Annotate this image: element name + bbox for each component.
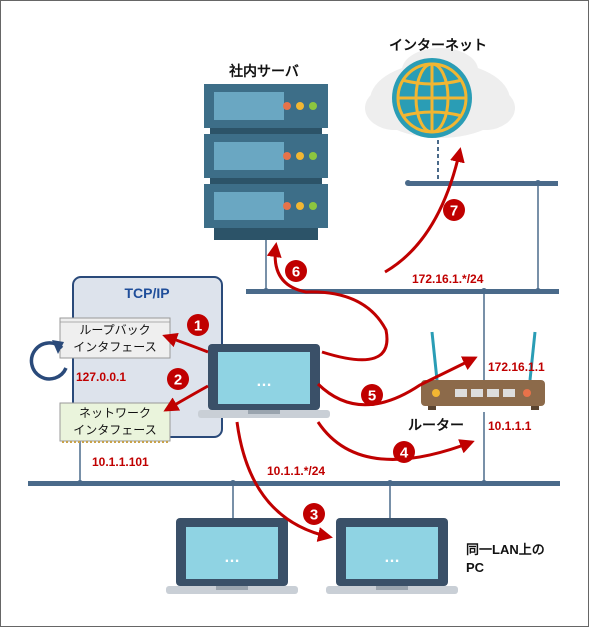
step-number-1: 1 xyxy=(194,318,202,335)
router-title: ルーター xyxy=(408,417,464,433)
lan-pc-2-screen-dots: … xyxy=(384,549,400,566)
lan-pc-1-icon xyxy=(166,518,298,594)
router-ip-upper: 172.16.1.1 xyxy=(488,360,545,374)
loopback-cycle-icon xyxy=(29,340,68,381)
loopback-label-line1: ループバック xyxy=(79,323,150,337)
arrow-1-loopback xyxy=(162,333,209,354)
arrow-2-nic xyxy=(163,384,209,412)
loopback-label-line2: インタフェース xyxy=(73,340,156,354)
lan-network-line xyxy=(28,480,560,486)
arrow-4-router-lower xyxy=(316,421,475,461)
arrow-6-server xyxy=(266,242,389,362)
network-interface-card xyxy=(59,402,171,443)
lower-network-label: 10.1.1.*/24 xyxy=(267,464,325,478)
client-laptop-icon xyxy=(198,344,330,418)
tcpip-title: TCP/IP xyxy=(124,285,169,301)
step-number-6: 6 xyxy=(292,264,300,281)
arrow-3-same-lan xyxy=(235,421,333,542)
nic-ip: 10.1.1.101 xyxy=(92,455,149,469)
upper-network-label: 172.16.1.*/24 xyxy=(412,272,484,286)
step-number-3: 3 xyxy=(310,507,318,524)
globe-icon xyxy=(392,58,472,138)
step-badge-1: 1 xyxy=(187,314,209,336)
step-number-7: 7 xyxy=(450,203,458,220)
step-number-5: 5 xyxy=(368,388,376,405)
router-icon xyxy=(421,331,545,410)
lan-pc-1-screen-dots: … xyxy=(224,549,240,566)
loopback-ip: 127.0.0.1 xyxy=(76,370,126,384)
arrow-7-internet xyxy=(384,147,465,274)
internet-title: インターネット xyxy=(389,37,487,53)
lan-pc-2-icon xyxy=(326,518,458,594)
loopback-interface-card xyxy=(59,317,171,359)
step-badge-4: 4 xyxy=(393,441,415,463)
step-badge-2: 2 xyxy=(167,368,189,390)
step-badge-7: 7 xyxy=(443,199,465,221)
nic-label-line2: インタフェース xyxy=(73,423,156,437)
server-rack-icon xyxy=(204,84,328,240)
upper-internet-network-line xyxy=(405,180,558,186)
server-title: 社内サーバ xyxy=(228,63,299,79)
step-badge-3: 3 xyxy=(303,503,325,525)
step-number-2: 2 xyxy=(174,372,182,389)
step-badge-6: 6 xyxy=(285,260,307,282)
client-laptop-screen-dots: … xyxy=(256,373,272,390)
step-number-4: 4 xyxy=(400,445,409,462)
same-lan-label-line1: 同一LAN上の xyxy=(466,542,545,557)
same-lan-label-line2: PC xyxy=(466,560,485,575)
nic-label-line1: ネットワーク xyxy=(79,406,151,420)
step-badge-5: 5 xyxy=(361,384,383,406)
router-ip-lower: 10.1.1.1 xyxy=(488,419,532,433)
